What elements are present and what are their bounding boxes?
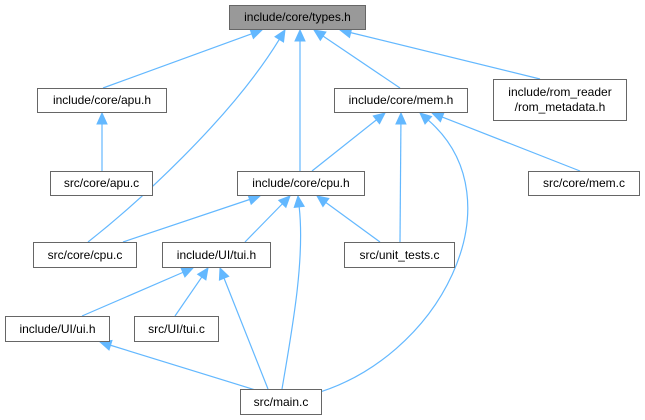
node-apu-h[interactable]: include/core/apu.h bbox=[37, 88, 167, 113]
node-apu-h-label: include/core/apu.h bbox=[52, 93, 152, 107]
node-mem-c[interactable]: src/core/mem.c bbox=[528, 171, 640, 196]
node-ui-h-label: include/UI/ui.h bbox=[19, 321, 96, 336]
node-tui-c[interactable]: src/UI/tui.c bbox=[134, 316, 219, 342]
edge-mem_c-to-mem_h bbox=[430, 111, 581, 172]
node-unit-tests-c-label: src/unit_tests.c bbox=[359, 247, 440, 262]
edge-main_c-to-ui_h bbox=[98, 339, 263, 393]
node-cpu-h-label: include/core/cpu.h bbox=[252, 176, 350, 190]
arrowhead bbox=[312, 29, 327, 42]
node-tui-h[interactable]: include/UI/tui.h bbox=[162, 242, 271, 268]
node-main-c[interactable]: src/main.c bbox=[240, 389, 322, 415]
edge-tui_c-to-tui_h bbox=[174, 267, 209, 317]
node-tui-h-label: include/UI/tui.h bbox=[176, 247, 257, 262]
node-mem-h[interactable]: include/core/mem.h bbox=[334, 88, 468, 113]
arrowhead bbox=[247, 194, 262, 206]
edge-cpu_h-to-types_h bbox=[294, 28, 306, 171]
node-cpu-c-label: src/core/cpu.c bbox=[47, 247, 123, 262]
node-apu-c[interactable]: src/core/apu.c bbox=[50, 171, 153, 196]
node-cpu-h[interactable]: include/core/cpu.h bbox=[237, 171, 365, 196]
edge-unit_tests_c-to-mem_h bbox=[395, 111, 407, 243]
edge-cpu_c-to-cpu_h bbox=[122, 194, 262, 243]
arrowhead bbox=[274, 28, 286, 43]
arrowhead bbox=[180, 267, 195, 278]
edge-unit_tests_c-to-cpu_h bbox=[316, 195, 381, 243]
node-apu-c-label: src/core/apu.c bbox=[63, 176, 140, 190]
edge-ui_h-to-tui_h bbox=[81, 267, 195, 317]
edge-tui_h-to-cpu_h bbox=[244, 195, 291, 243]
edge-mem_h-to-types_h bbox=[312, 29, 401, 89]
node-tui-c-label: src/UI/tui.c bbox=[148, 321, 205, 336]
node-main-c-label: src/main.c bbox=[253, 394, 309, 409]
arrowhead bbox=[196, 267, 209, 281]
edge-apu_h-to-types_h bbox=[102, 28, 264, 89]
arrowhead bbox=[249, 28, 264, 40]
edge-cpu_c-to-types_h bbox=[87, 28, 286, 243]
arrowhead bbox=[316, 195, 330, 208]
edge-cpu_h-to-mem_h bbox=[311, 112, 386, 172]
node-rom-metadata-h-label-line-2: /rom_metadata.h bbox=[514, 100, 606, 114]
edge-rom_metadata_h-to-types_h bbox=[338, 27, 541, 80]
node-mem-h-label: include/core/mem.h bbox=[348, 93, 454, 107]
edge-main_c-to-mem_h bbox=[309, 112, 469, 396]
arrowhead bbox=[294, 28, 306, 42]
node-rom-metadata-h-label-line-1: include/rom_reader bbox=[508, 85, 612, 99]
arrowhead bbox=[277, 195, 291, 209]
edge-main_c-to-cpu_h bbox=[281, 194, 305, 390]
arrowhead bbox=[372, 112, 386, 125]
arrowhead bbox=[419, 112, 433, 125]
arrowhead bbox=[293, 194, 305, 209]
node-unit-tests-c[interactable]: src/unit_tests.c bbox=[344, 242, 455, 268]
arrowhead bbox=[395, 111, 407, 125]
node-types-h: include/core/types.h bbox=[229, 5, 366, 30]
node-ui-h[interactable]: include/UI/ui.h bbox=[5, 316, 110, 342]
node-cpu-c[interactable]: src/core/cpu.c bbox=[33, 242, 137, 268]
arrowhead bbox=[96, 111, 108, 125]
edge-main_c-to-tui_h bbox=[218, 266, 269, 390]
arrowhead bbox=[218, 266, 230, 281]
edge-apu_c-to-apu_h bbox=[96, 111, 108, 171]
node-types-h-label: include/core/types.h bbox=[244, 10, 351, 24]
node-mem-c-label: src/core/mem.c bbox=[542, 176, 625, 190]
node-rom-metadata-h[interactable]: include/rom_reader /rom_metadata.h bbox=[493, 79, 627, 121]
arrowhead bbox=[430, 111, 445, 123]
